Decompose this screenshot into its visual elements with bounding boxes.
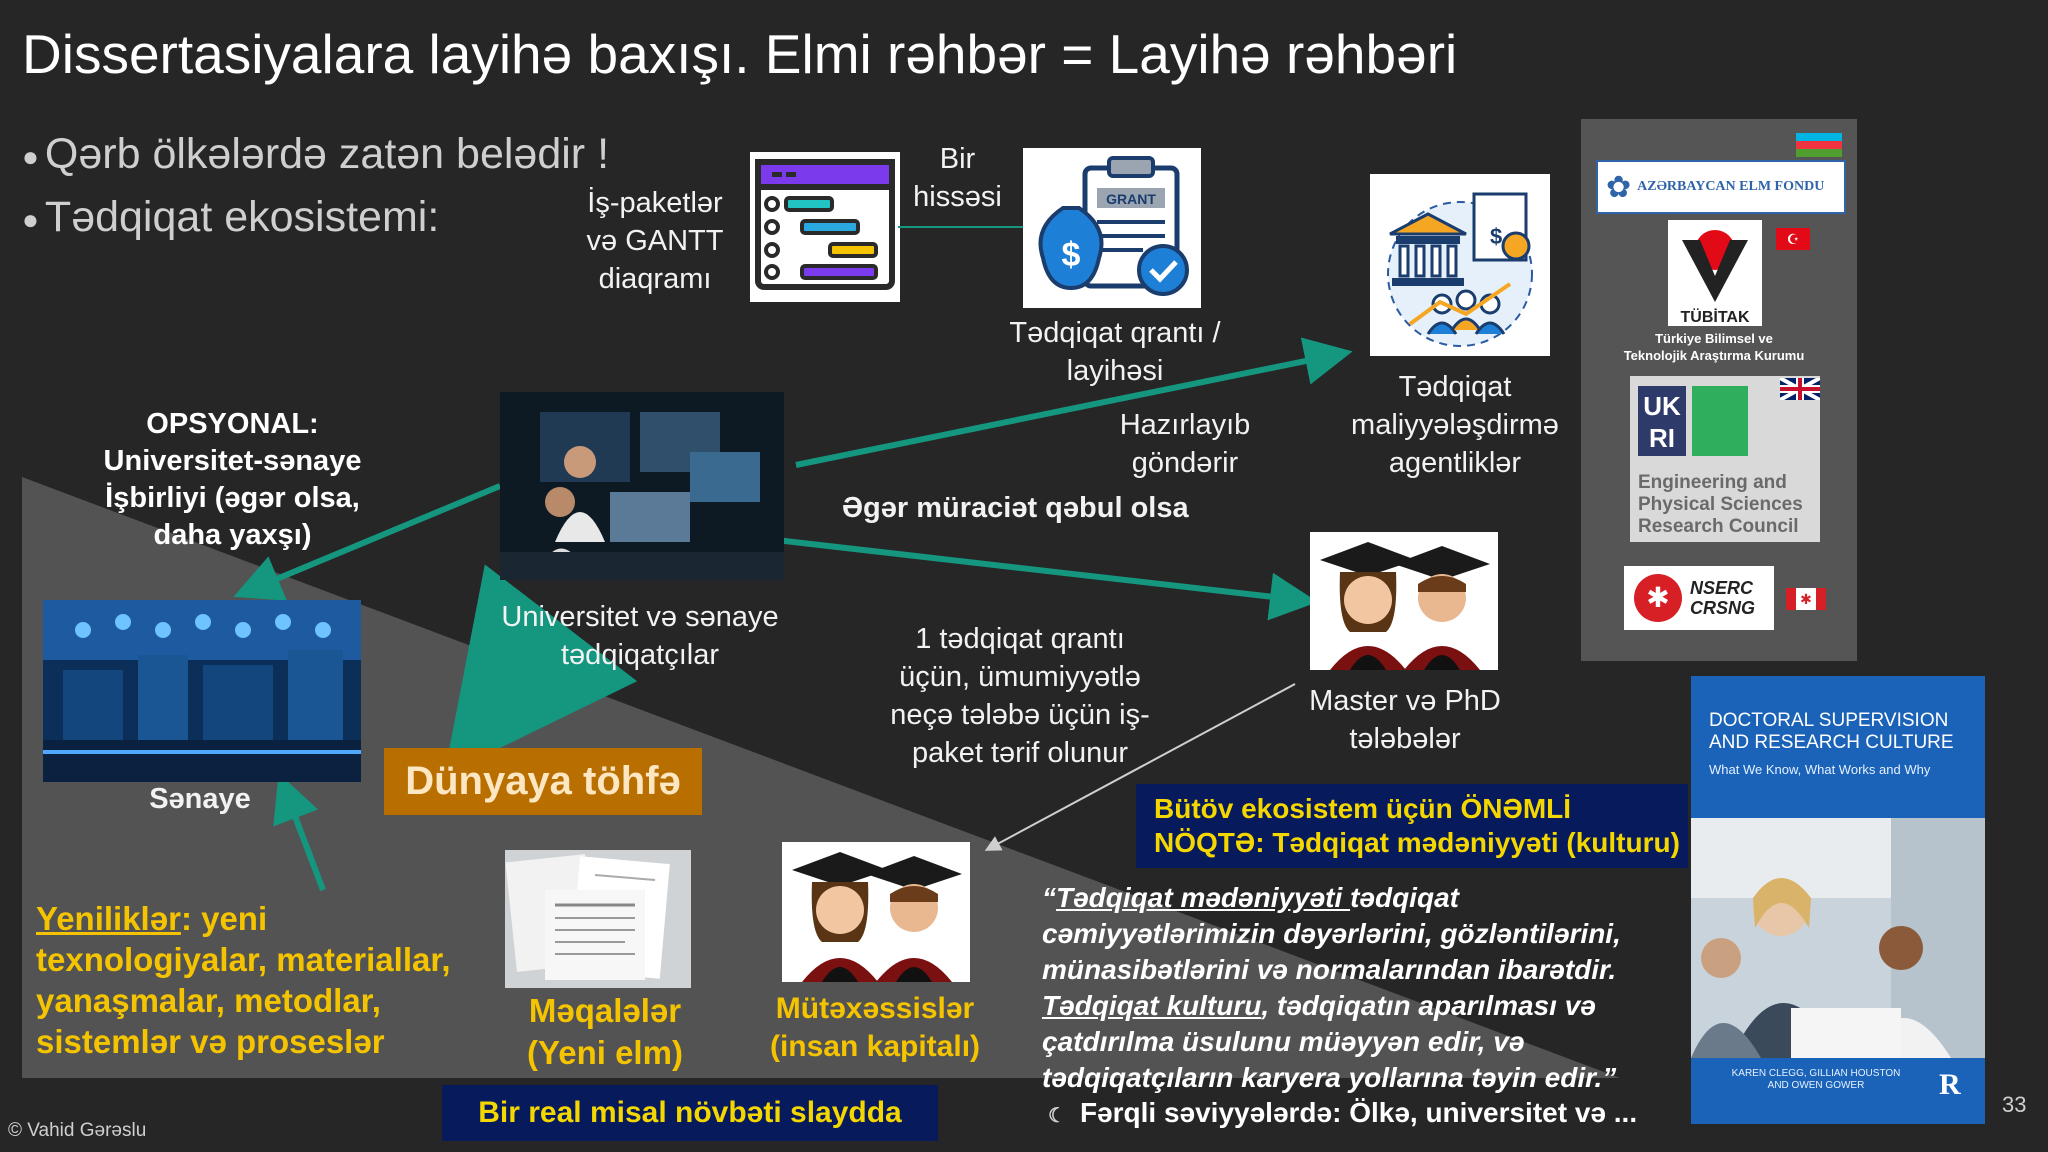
experts-label: Mütəxəssislər(insan kapitalı) [769,992,981,1063]
grant-label: Tədqiqat qrantı /layihəsi [1009,317,1221,387]
innovations-text: Yeniliklər: yeni texnologiyalar, materia… [36,900,451,1060]
next-slide-box: Bir real misal növbəti slaydda [442,1085,938,1141]
industry-image [43,600,361,782]
gantt-chart-icon [750,152,900,302]
articles-image [505,850,691,988]
world-contribution-box: Dünyaya töhfə [384,748,702,815]
funding-agency-icon: $ [1370,174,1550,356]
aef-logo: ✿ AZƏRBAYCAN ELM FONDU [1596,160,1846,214]
bullet-ecosystem: ●Tədqiqat ekosistemi: [22,193,440,241]
turkey-flag-icon: ☪ [1776,228,1810,250]
connector-line [898,226,1026,228]
students-image [1310,532,1498,670]
research-culture-quote: “Tədqiqat mədəniyyəti tədqiqat cəmiyyətl… [1042,882,1621,1093]
slide-title: Dissertasiyalara layihə baxışı. Elmi rəh… [22,23,1458,85]
industry-label: Sənaye [149,783,251,815]
researchers-photo [500,392,784,580]
aef-emblem-icon: ✿ [1606,170,1632,204]
azerbaijan-flag-icon [1796,133,1842,157]
articles-label: Məqalələr(Yeni elm) [527,992,683,1071]
routledge-logo: R [1939,1068,1961,1101]
copyright: © Vahid Gərəslu [8,1120,147,1141]
if-accepted-label: Əgər müraciət qəbul olsa [842,492,1189,524]
svg-text:TÜBİTAK: TÜBİTAK [1680,307,1749,326]
moon-icon: ☾ [1048,1105,1066,1127]
svg-text:$: $ [1490,224,1502,249]
page-number: 33 [2002,1092,2027,1117]
maple-leaf-icon: ✱ [1634,574,1682,622]
book-cover-photo [1691,818,1985,1058]
uk-flag-icon [1780,378,1820,400]
bullet-western: ●Qərb ölkələrdə zatən belədir ! [22,130,610,178]
canada-flag-icon: ✱ [1786,588,1826,610]
grant-money-bag-icon: GRANT $ [1023,148,1201,308]
svg-text:$: $ [1062,236,1081,274]
svg-text:GRANT: GRANT [1106,191,1156,207]
tubitak-logo: TÜBİTAK [1668,220,1762,326]
graduates-icon [782,842,970,982]
levels-note: ☾Fərqli səviyyələrdə: Ölkə, universitet … [1048,1097,1638,1128]
